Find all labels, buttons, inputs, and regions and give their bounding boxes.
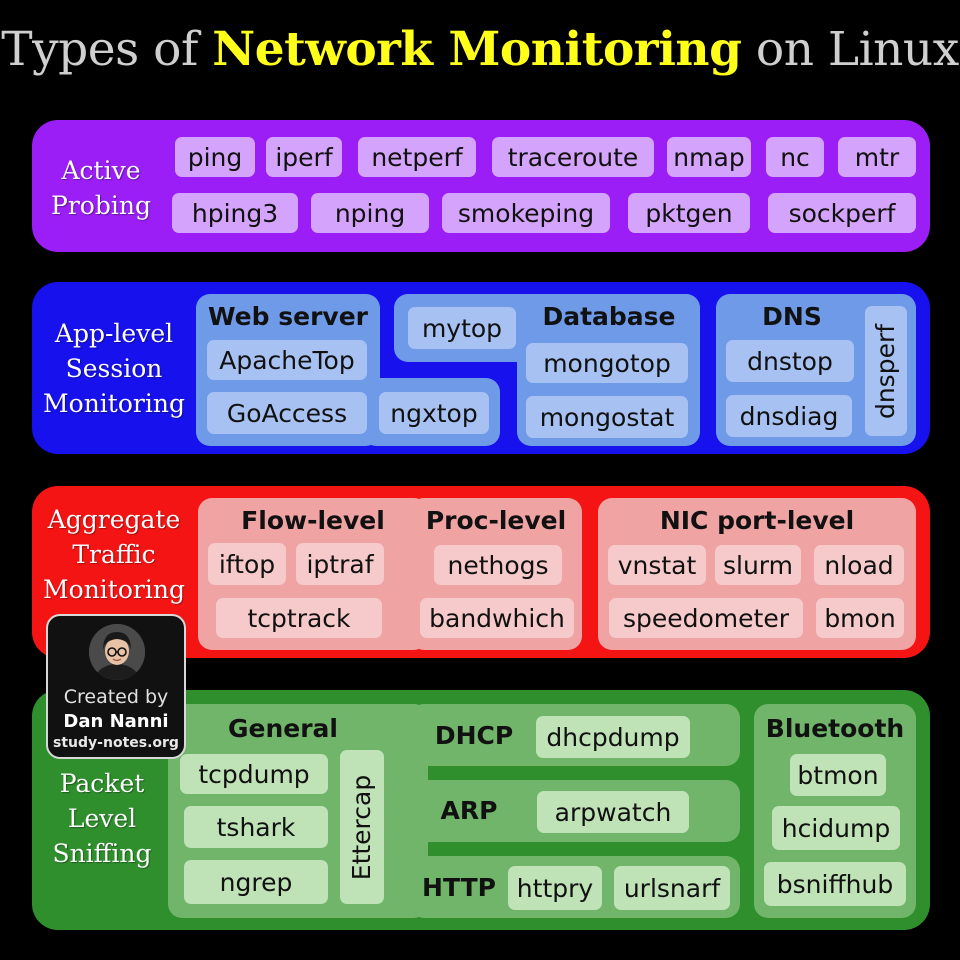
active-probing-band: Active Probing ping iperf netperf tracer… [32,120,930,252]
database-title: Database [542,302,676,331]
tool-iperf[interactable]: iperf [266,137,342,177]
active-probing-label: Active Probing [36,153,166,223]
tool-bsniffhub[interactable]: bsniffhub [764,862,906,906]
aggregate-traffic-label: Aggregate Traffic Monitoring [34,502,194,607]
packet-sniffing-label: Packet Level Sniffing [38,766,166,871]
label-line: Active [61,156,141,185]
label-line: App-level [54,319,174,348]
tool-ping[interactable]: ping [175,137,255,177]
http-title: HTTP [422,873,496,902]
author-name: Dan Nanni [63,711,169,732]
tool-dnsperf-label: dnsperf [871,323,901,419]
aggregate-traffic-band: Aggregate Traffic Monitoring Flow-level … [32,486,930,658]
label-line: Packet [59,769,145,798]
tool-arpwatch[interactable]: arpwatch [537,791,689,833]
tool-ettercap-label: Ettercap [347,774,377,880]
label-line: Aggregate [47,505,181,534]
label-line: Sniffing [52,839,152,868]
tool-iptraf[interactable]: iptraf [296,543,384,585]
tool-httpry[interactable]: httpry [508,866,602,910]
label-line: Session [65,354,163,383]
avatar-icon [89,624,145,680]
tool-mongotop[interactable]: mongotop [526,343,688,383]
tool-mongostat[interactable]: mongostat [526,396,688,438]
title-part1: Types of [1,22,213,77]
tool-speedometer[interactable]: speedometer [609,598,803,638]
tool-dnsperf[interactable]: dnsperf [865,306,907,436]
avatar [89,624,145,680]
bluetooth-title: Bluetooth [765,714,905,743]
tool-hcidump[interactable]: hcidump [772,806,900,850]
tool-dhcpdump[interactable]: dhcpdump [536,716,690,758]
arp-title: ARP [440,796,498,825]
tool-nc[interactable]: nc [766,137,824,177]
tool-mytop[interactable]: mytop [408,307,516,349]
flow-level-title: Flow-level [241,506,385,535]
app-level-label: App-level Session Monitoring [34,316,194,421]
tool-tcpdump[interactable]: tcpdump [180,754,328,794]
author-site: study-notes.org [53,735,179,751]
tool-smokeping[interactable]: smokeping [442,193,610,233]
app-level-band: App-level Session Monitoring Web server … [32,282,930,454]
tool-vnstat[interactable]: vnstat [608,545,706,585]
tool-ngrep[interactable]: ngrep [184,860,328,904]
tool-dnstop[interactable]: dnstop [726,340,854,382]
title-highlight: Network Monitoring [212,22,742,77]
title-part2: on Linux [741,22,959,77]
tool-ettercap[interactable]: Ettercap [340,750,384,904]
proc-level-title: Proc-level [425,506,567,535]
tool-dnsdiag[interactable]: dnsdiag [726,395,852,437]
tool-apachetop[interactable]: ApacheTop [207,340,367,380]
tool-bmon[interactable]: bmon [816,598,904,638]
tool-tcptrack[interactable]: tcptrack [216,598,382,638]
tool-mtr[interactable]: mtr [838,137,916,177]
tool-nethogs[interactable]: nethogs [434,545,562,585]
nic-port-level-title: NIC port-level [659,506,855,535]
tool-btmon[interactable]: btmon [790,754,886,796]
tool-nload[interactable]: nload [814,545,904,585]
tool-urlsnarf[interactable]: urlsnarf [614,866,730,910]
label-line: Probing [51,191,151,220]
tool-nping[interactable]: nping [311,193,429,233]
tool-nmap[interactable]: nmap [667,137,751,177]
label-line: Level [67,804,137,833]
label-line: Traffic [72,540,156,569]
general-title: General [228,714,338,743]
tool-tshark[interactable]: tshark [184,806,328,848]
dhcp-title: DHCP [434,721,514,750]
label-line: Monitoring [43,575,185,604]
tool-hping3[interactable]: hping3 [172,193,298,233]
packet-sniffing-band: Packet Level Sniffing General tcpdump ts… [32,690,930,930]
tool-pktgen[interactable]: pktgen [628,193,750,233]
tool-sockperf[interactable]: sockperf [768,193,916,233]
tool-netperf[interactable]: netperf [358,137,476,177]
tool-bandwhich[interactable]: bandwhich [420,598,574,638]
tool-slurm[interactable]: slurm [715,545,801,585]
credit-line: Created by [63,686,169,708]
author-credit: Created by Dan Nanni study-notes.org [46,614,186,759]
web-server-title: Web server [208,302,368,331]
tool-iftop[interactable]: iftop [208,543,286,585]
dns-title: DNS [762,302,822,331]
tool-goaccess[interactable]: GoAccess [207,392,367,434]
page-title: Types of Network Monitoring on Linux [0,22,960,77]
label-line: Monitoring [43,389,185,418]
tool-traceroute[interactable]: traceroute [492,137,654,177]
tool-ngxtop[interactable]: ngxtop [379,392,489,434]
